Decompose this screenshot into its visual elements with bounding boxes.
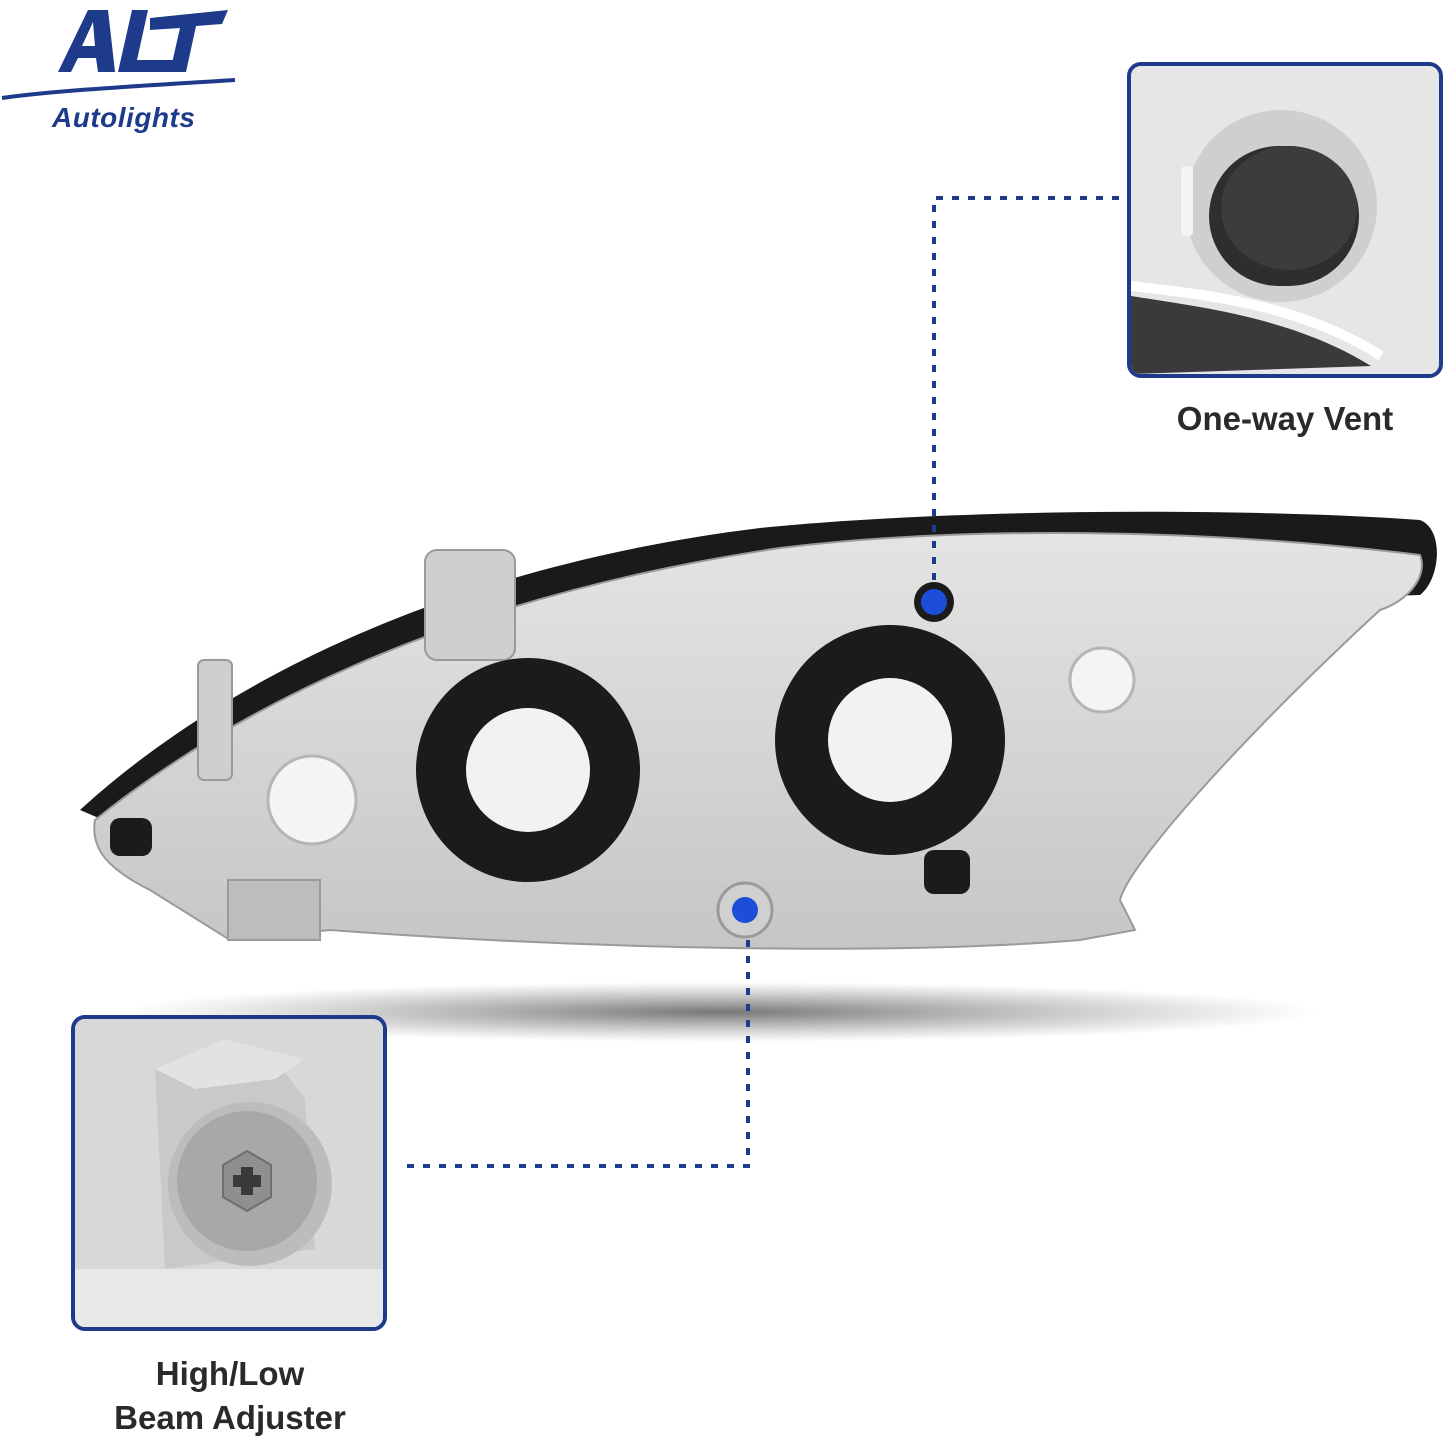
mounting-tab <box>424 549 516 661</box>
bulb-socket-opening <box>466 708 590 832</box>
adjuster-leader-line <box>398 940 750 1168</box>
adjuster-caption-line1: High/Low <box>155 1355 305 1392</box>
adjuster-marker-dot <box>732 897 758 923</box>
bulb-socket-opening <box>828 678 952 802</box>
mounting-tab <box>197 659 233 781</box>
brand-name: Autolights <box>52 102 196 133</box>
side-lamp-port <box>266 754 358 846</box>
clip <box>924 850 970 894</box>
logo-mark-icon <box>1 10 236 100</box>
vent-marker-dot <box>921 589 947 615</box>
brand-logo: Autolights <box>0 0 240 145</box>
vent-cap-icon <box>1131 66 1439 374</box>
side-lamp-port <box>1068 646 1136 714</box>
clip <box>110 818 152 856</box>
ground-shadow <box>120 982 1320 1042</box>
adjuster-detail-inset <box>71 1015 387 1331</box>
adjuster-caption: High/Low Beam Adjuster <box>60 1352 400 1440</box>
adjuster-caption-line2: Beam Adjuster <box>114 1399 346 1436</box>
vent-caption: One-way Vent <box>1176 400 1394 437</box>
adjuster-screw-icon <box>75 1019 383 1327</box>
lower-bracket <box>227 879 321 941</box>
vent-detail-inset <box>1127 62 1443 378</box>
